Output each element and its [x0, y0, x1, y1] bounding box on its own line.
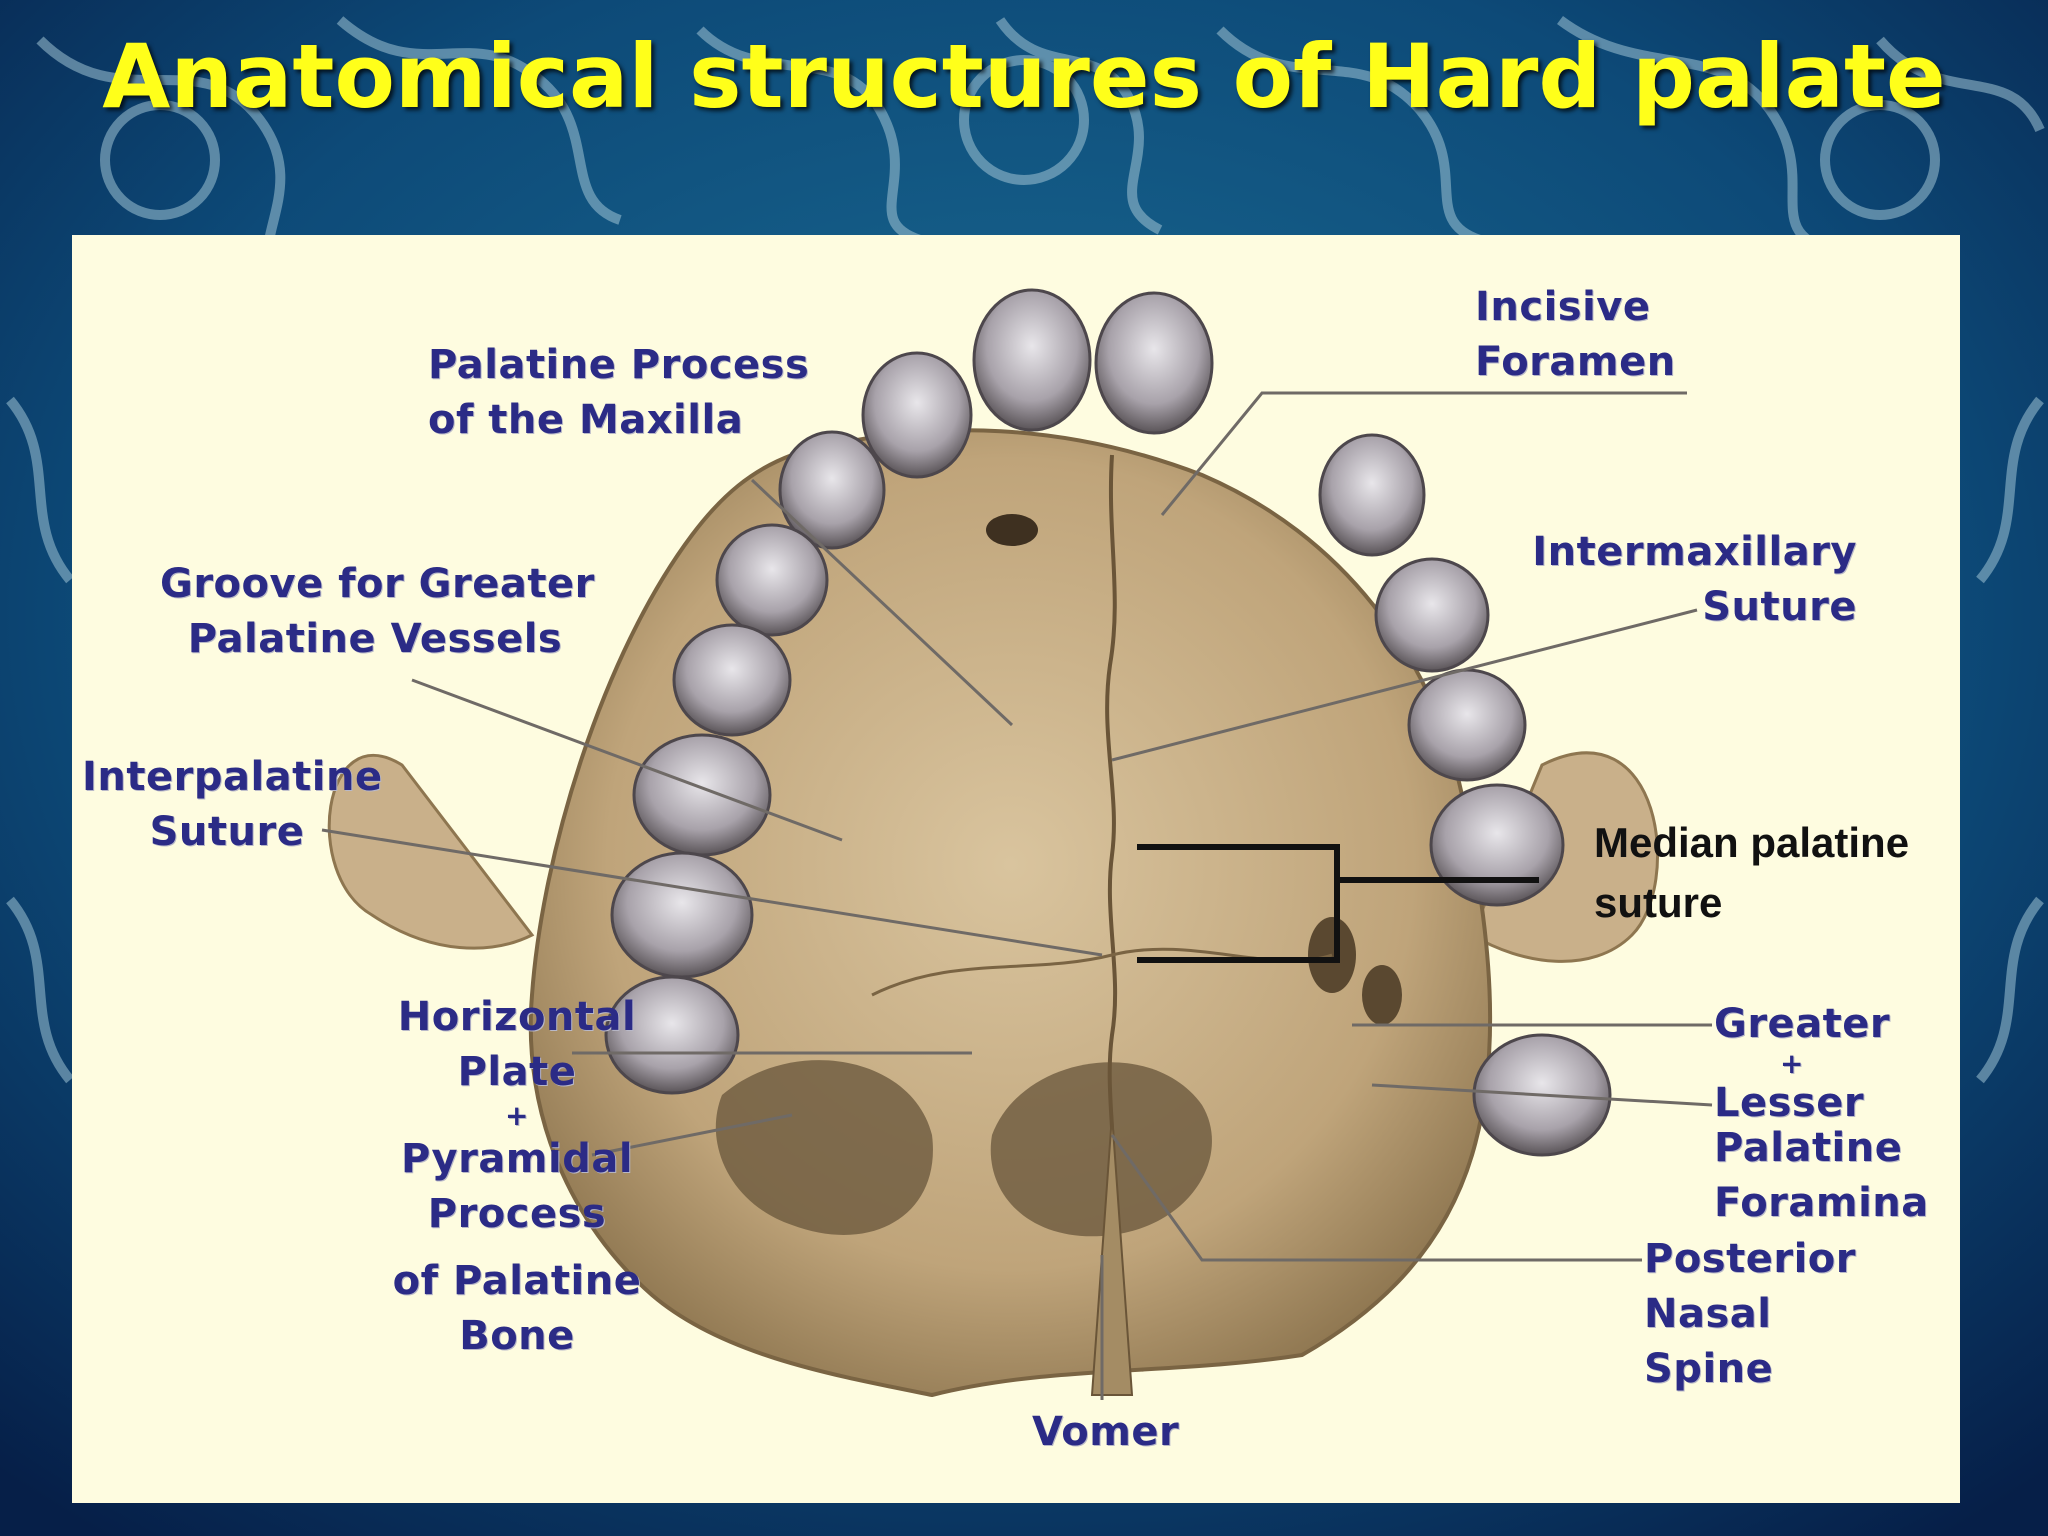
tooth-premolar-r1 — [1374, 557, 1490, 673]
choana-right — [990, 1062, 1212, 1237]
label-median-line1: Median palatine — [1594, 819, 1910, 866]
leader-interpalatine — [321, 828, 1103, 957]
choana-left — [715, 1060, 933, 1235]
label-gl-line3: Palatine — [1714, 1125, 1903, 1171]
leader-palatine-process — [750, 478, 1014, 727]
teeth — [604, 288, 1612, 1157]
median-suture-bracket — [1137, 844, 1539, 963]
leader-lines — [321, 391, 1713, 1400]
label-groove-line1: Groove for Greater — [160, 561, 595, 607]
label-palatine-process-line2: of the Maxilla — [428, 397, 744, 443]
label-interpalatine-suture: Interpalatine Suture — [82, 750, 383, 860]
tooth-canine-l — [778, 430, 886, 550]
label-pns-line1: Posterior — [1644, 1236, 1856, 1282]
label-incisive-foramen: Incisive Foramen — [1475, 280, 1676, 390]
tooth-incisor-l — [972, 288, 1092, 432]
label-gl-line4: Foramina — [1714, 1180, 1929, 1226]
maxilla-wing-right — [1470, 751, 1659, 963]
label-median-palatine-suture: Median palatine suture — [1594, 813, 1909, 933]
label-median-line2: suture — [1594, 879, 1723, 926]
label-pns-line2: Nasal — [1644, 1291, 1772, 1337]
label-groove-line2: Palatine Vessels — [187, 616, 563, 662]
label-incisive-foramen-line1: Incisive — [1475, 284, 1651, 330]
incisive-foramen — [986, 514, 1038, 546]
tooth-molar-l1 — [632, 733, 772, 857]
hard-palate-figure: Palatine Process of the Maxilla Incisive… — [72, 235, 1960, 1503]
maxilla-wing-left — [327, 754, 535, 950]
label-pns-line3: Spine — [1644, 1346, 1774, 1392]
label-gl-line1: Greater — [1714, 1001, 1891, 1047]
lesser-palatine-foramen-right — [1362, 965, 1402, 1025]
leader-groove — [411, 678, 843, 842]
tooth-canine-r — [1318, 433, 1426, 557]
label-interpalatine-line1: Interpalatine — [82, 754, 383, 800]
label-gl-plus: + — [1780, 1047, 1804, 1080]
midline-suture — [1105, 454, 1118, 1236]
tooth-molar-l2 — [610, 851, 754, 979]
label-intermaxillary-line1: Intermaxillary — [1532, 529, 1857, 575]
tooth-molar-r1 — [1429, 783, 1565, 907]
label-hp-line2: Plate — [457, 1049, 577, 1095]
leader-posterior-nasal-spine — [1110, 1134, 1642, 1262]
label-hp-line1: Horizontal — [397, 994, 637, 1040]
tooth-molar-l3 — [604, 975, 740, 1095]
bracket — [1137, 844, 1340, 963]
label-horizontal-plate-pyramidal: Horizontal Plate + Pyramidal Process of … — [332, 990, 702, 1364]
label-hp-plus: + — [505, 1099, 529, 1132]
leader-incisive-foramen — [1160, 391, 1687, 516]
tooth-premolar-l2 — [672, 623, 792, 737]
label-groove-greater-palatine: Groove for Greater Palatine Vessels — [160, 557, 595, 667]
label-hp-line5: of Palatine — [392, 1258, 642, 1304]
tooth-premolar-r2 — [1407, 668, 1527, 782]
label-palatine-process-line1: Palatine Process — [428, 342, 810, 388]
leader-intermaxillary — [1111, 608, 1698, 762]
label-incisive-foramen-line2: Foramen — [1475, 339, 1676, 385]
label-intermaxillary-line2: Suture — [1702, 584, 1857, 630]
tooth-premolar-l1 — [715, 523, 829, 637]
label-vomer: Vomer — [1032, 1409, 1180, 1455]
label-posterior-nasal-spine: Posterior Nasal Spine — [1644, 1232, 1856, 1397]
label-palatine-process: Palatine Process of the Maxilla — [428, 338, 809, 448]
label-interpalatine-line2: Suture — [149, 809, 305, 855]
leader-lesser — [1371, 1083, 1713, 1107]
label-greater-lesser-foramina: Greater + Lesser Palatine Foramina — [1714, 997, 1929, 1231]
leader-pyramidal — [591, 1113, 793, 1157]
tooth-lateral-l — [861, 351, 973, 479]
label-hp-line4: Process — [427, 1191, 607, 1237]
label-hp-line6: Bone — [459, 1313, 575, 1359]
label-intermaxillary-suture: Intermaxillary Suture — [1512, 525, 1857, 635]
label-gl-line2: Lesser — [1714, 1080, 1865, 1126]
slide-title: Anatomical structures of Hard palate — [102, 25, 1946, 128]
palate-illustration — [321, 288, 1713, 1400]
tooth-incisor-r — [1094, 291, 1214, 435]
label-hp-line3: Pyramidal — [400, 1136, 634, 1182]
